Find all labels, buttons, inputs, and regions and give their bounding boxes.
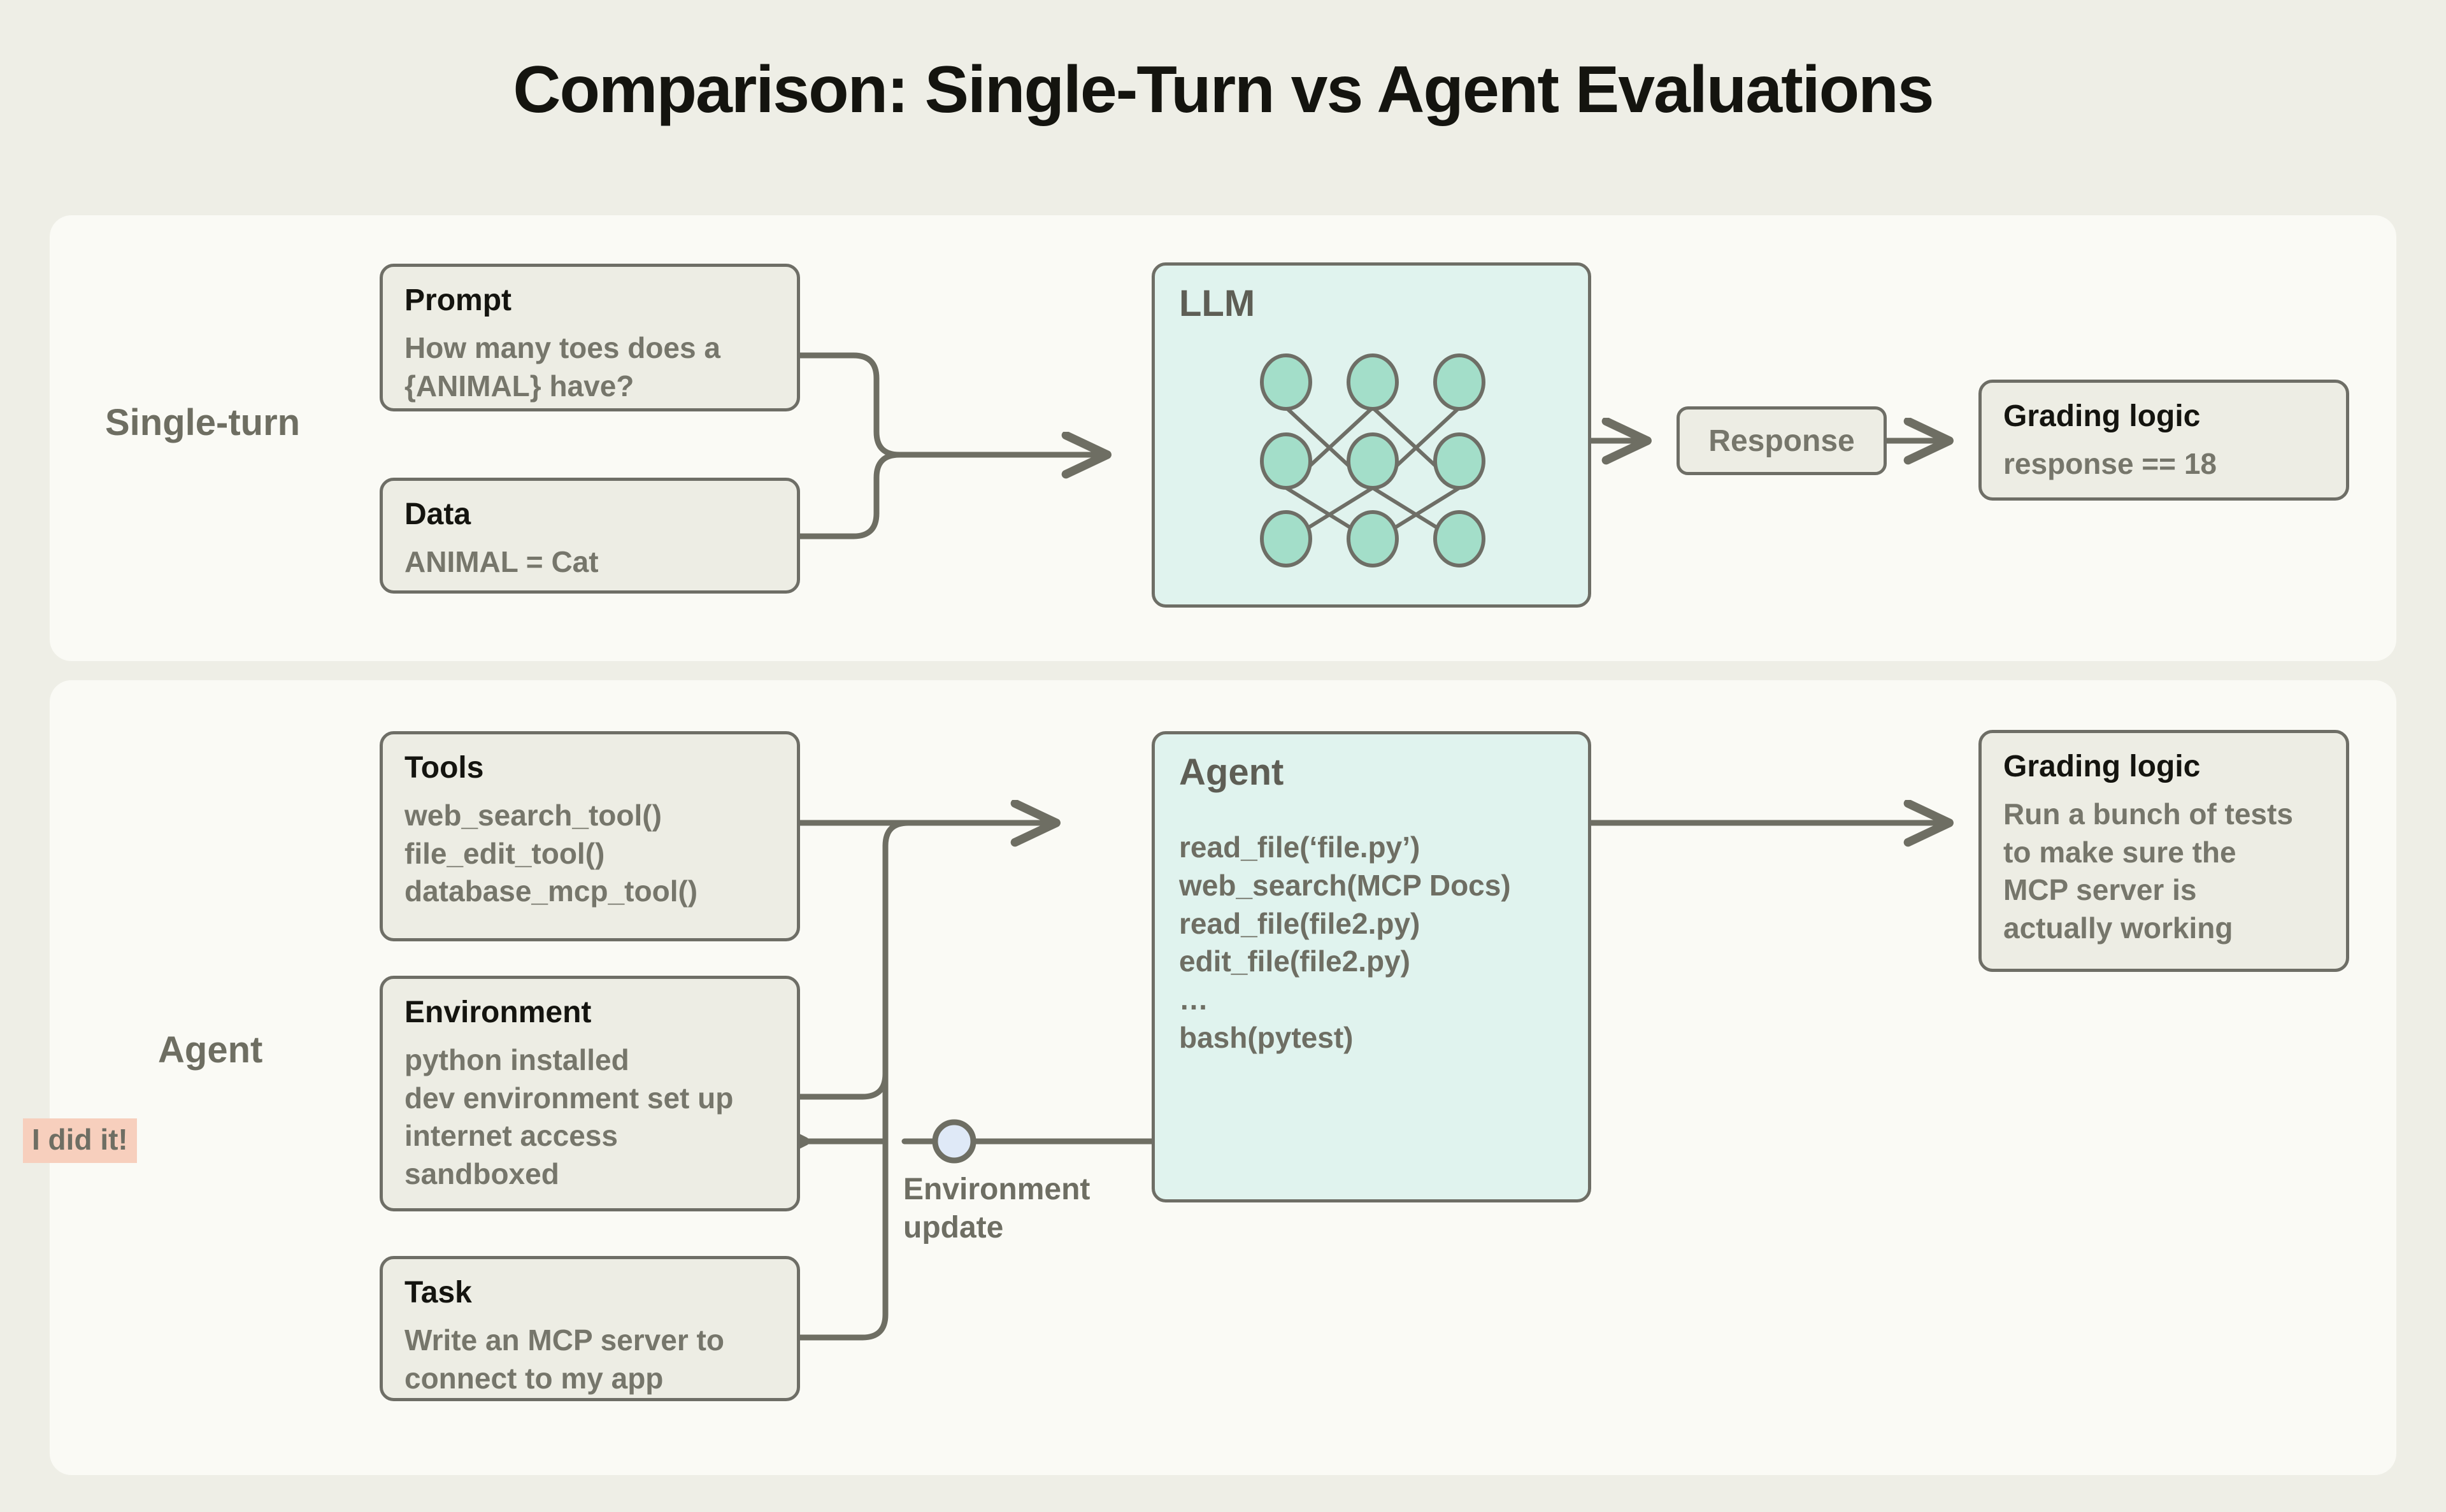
card-environment-title: Environment	[404, 995, 592, 1029]
card-grading-logic-single-turn-body: response == 18	[2003, 446, 2217, 480]
card-grading-logic-agent-body: Run a bunch of tests to make sure the MC…	[2003, 797, 2293, 945]
card-grading-logic-single-turn-title: Grading logic	[2003, 399, 2201, 433]
card-task-title: Task	[404, 1276, 472, 1309]
card-task-body: Write an MCP server to connect to my app	[404, 1323, 724, 1395]
card-grading-logic-agent-title: Grading logic	[2003, 750, 2201, 783]
card-tools: Tools web_search_tool() file_edit_tool()…	[380, 731, 800, 941]
agent-completion-badge: I did it!	[23, 1118, 137, 1163]
card-tools-body: web_search_tool() file_edit_tool() datab…	[404, 798, 698, 908]
card-response: Response	[1677, 406, 1887, 475]
neural-network-icon	[1260, 353, 1485, 567]
row-label-single-turn: Single-turn	[105, 402, 301, 443]
page-title: Comparison: Single-Turn vs Agent Evaluat…	[513, 53, 1934, 127]
card-prompt-title: Prompt	[404, 283, 511, 317]
card-prompt: Prompt How many toes does a {ANIMAL} hav…	[380, 264, 800, 411]
card-environment-body: python installed dev environment set up …	[404, 1043, 734, 1191]
box-agent: Agent read_file(‘file.py’) web_search(MC…	[1152, 731, 1591, 1202]
card-data-title: Data	[404, 497, 471, 531]
row-label-agent: Agent	[158, 1029, 263, 1071]
environment-update-label: Environment update	[903, 1173, 1091, 1245]
card-tools-title: Tools	[404, 751, 484, 785]
card-data-body: ANIMAL = Cat	[404, 545, 599, 578]
card-data: Data ANIMAL = Cat	[380, 478, 800, 594]
box-llm-title: LLM	[1179, 283, 1255, 324]
card-grading-logic-single-turn: Grading logic response == 18	[1978, 380, 2349, 501]
card-environment: Environment python installed dev environ…	[380, 976, 800, 1211]
card-task: Task Write an MCP server to connect to m…	[380, 1256, 800, 1401]
card-prompt-body: How many toes does a {ANIMAL} have?	[404, 331, 720, 403]
card-grading-logic-agent: Grading logic Run a bunch of tests to ma…	[1978, 730, 2349, 972]
box-agent-title: Agent	[1179, 752, 1284, 793]
agent-tool-call-log: read_file(‘file.py’) web_search(MCP Docs…	[1179, 831, 1511, 1054]
